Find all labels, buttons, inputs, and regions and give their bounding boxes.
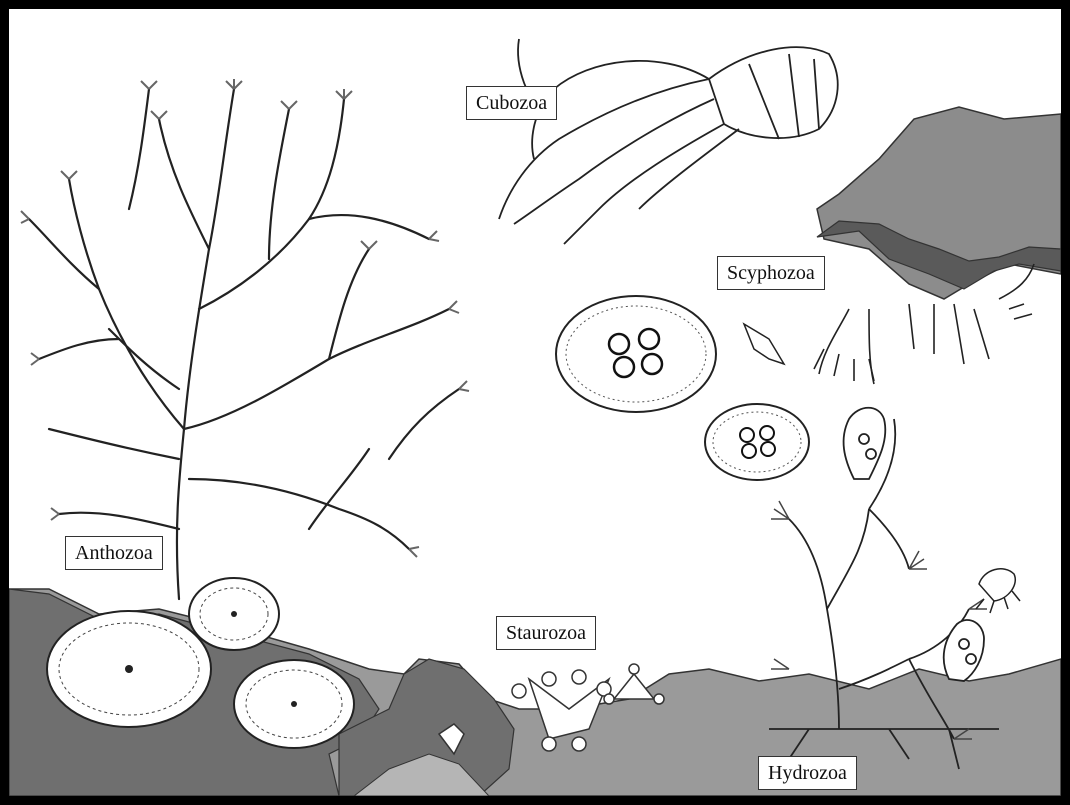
moon-jellyfish-small [705, 404, 809, 480]
box-jellyfish [499, 39, 838, 244]
hydromedusa [976, 569, 1020, 613]
rock-overhang [817, 107, 1061, 299]
label-hydrozoa: Hydrozoa [758, 756, 857, 790]
moon-jellyfish-large [556, 296, 716, 412]
sea-fan-coral [29, 89, 459, 599]
cnidaria-scene [9, 9, 1061, 796]
label-staurozoa: Staurozoa [496, 616, 596, 650]
label-scyphozoa: Scyphozoa [717, 256, 825, 290]
coral-polyps [21, 79, 469, 557]
label-cubozoa: Cubozoa [466, 86, 557, 120]
ephyra-larva [744, 324, 784, 364]
sea-anemone-small [189, 578, 279, 650]
label-anthozoa: Anthozoa [65, 536, 163, 570]
sea-anemone-large [47, 611, 211, 727]
sea-anemone-medium [234, 660, 354, 748]
